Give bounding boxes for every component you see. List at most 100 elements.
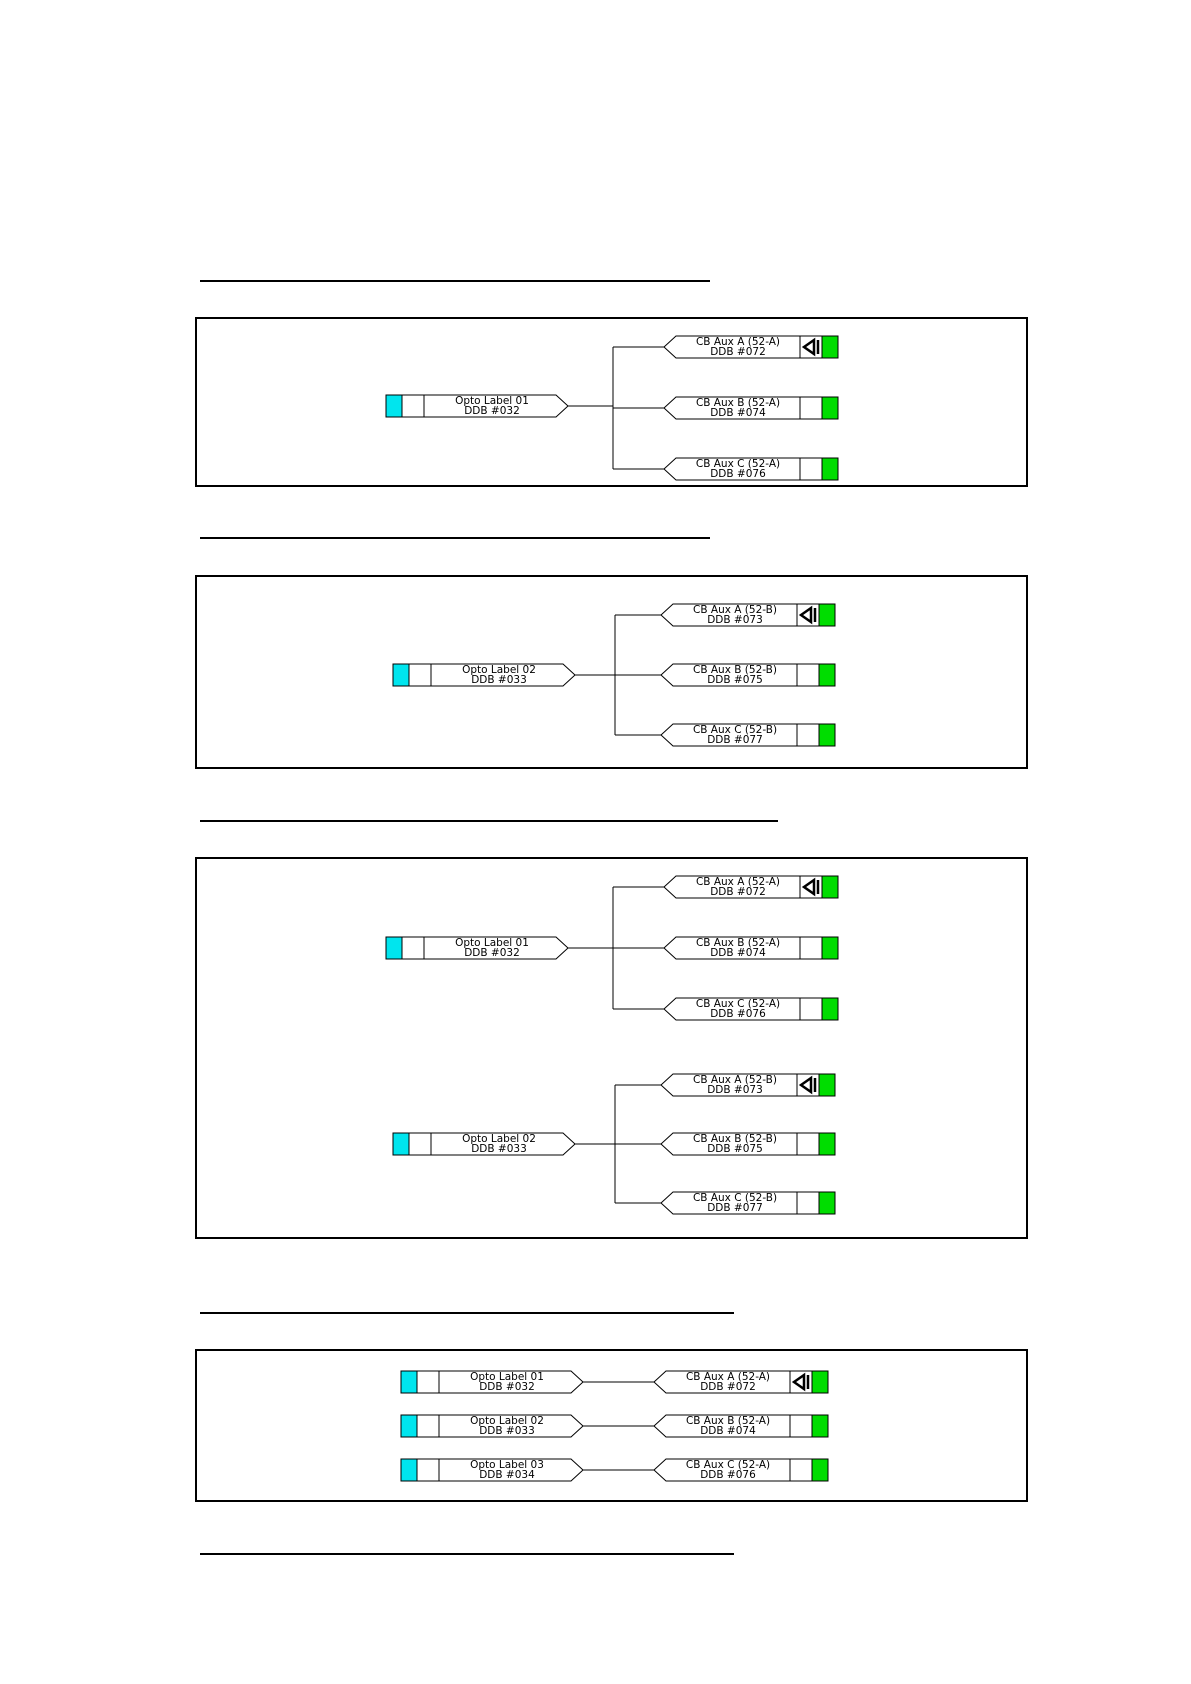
relay-output-label: CB Aux B (52-B) [693,1133,777,1145]
relay-output-indicator [821,396,839,420]
relay-output-indicator [818,1132,836,1156]
opto-input-label: Opto Label 02 [470,1415,544,1427]
opto-input-ddb: DDB #033 [471,674,527,686]
opto-input-box [401,394,425,418]
relay-output-label: CB Aux C (52-A) [696,458,780,470]
relay-output-label: CB Aux C (52-A) [696,998,780,1010]
relay-output-box [796,1191,820,1215]
relay-output-ddb: DDB #075 [707,674,763,686]
opto-input-indicator [392,663,410,687]
opto-input-ddb: DDB #032 [464,405,520,417]
relay-output-box [789,1414,813,1438]
opto-input-label: Opto Label 02 [462,664,536,676]
opto-input-indicator [400,1370,418,1394]
relay-output-label: CB Aux A (52-B) [693,1074,777,1086]
relay-output-label: CB Aux C (52-A) [686,1459,770,1471]
relay-output-label: CB Aux B (52-A) [686,1415,770,1427]
relay-output-ddb: DDB #074 [710,947,766,959]
opto-input-box [408,663,432,687]
opto-input-indicator [400,1458,418,1482]
opto-input-label: Opto Label 02 [462,1133,536,1145]
opto-input-box [416,1414,440,1438]
relay-output-ddb: DDB #077 [707,1202,763,1214]
opto-input-ddb: DDB #032 [479,1381,535,1393]
latch-icon [798,1075,813,1095]
relay-output-ddb: DDB #074 [700,1425,756,1437]
relay-output-indicator [821,936,839,960]
opto-input-signal [430,1132,576,1156]
relay-output-box [799,936,823,960]
relay-output-label: CB Aux A (52-B) [693,604,777,616]
separator-line-5 [200,1553,734,1555]
relay-output-box [799,997,823,1021]
opto-input-box [408,1132,432,1156]
relay-output-ddb: DDB #074 [710,407,766,419]
relay-output-label: CB Aux B (52-A) [696,937,780,949]
opto-input-ddb: DDB #032 [464,947,520,959]
separator-line-3 [200,820,778,822]
relay-output-indicator [818,663,836,687]
opto-input-ddb: DDB #033 [479,1425,535,1437]
relay-output-indicator [811,1414,829,1438]
relay-output-indicator [818,1191,836,1215]
opto-input-signal [430,663,576,687]
relay-output-indicator [821,457,839,481]
relay-output-label: CB Aux B (52-B) [693,664,777,676]
opto-input-ddb: DDB #034 [479,1469,535,1481]
relay-output-label: CB Aux A (52-A) [696,876,780,888]
relay-output-indicator [818,723,836,747]
relay-output-ddb: DDB #072 [710,886,766,898]
latch-icon [801,877,816,897]
opto-input-label: Opto Label 01 [455,395,529,407]
relay-output-ddb: DDB #076 [700,1469,756,1481]
opto-input-signal [438,1414,584,1438]
relay-output-ddb: DDB #072 [710,346,766,358]
relay-output-indicator [821,875,839,899]
opto-input-indicator [385,936,403,960]
opto-input-label: Opto Label 03 [470,1459,544,1471]
relay-output-indicator [821,335,839,359]
opto-input-label: Opto Label 01 [455,937,529,949]
relay-output-ddb: DDB #073 [707,614,763,626]
opto-input-box [416,1370,440,1394]
relay-output-indicator [821,997,839,1021]
latch-icon [791,1372,806,1392]
latch-icon [798,605,813,625]
relay-output-label: CB Aux A (52-A) [696,336,780,348]
relay-output-indicator [818,603,836,627]
opto-input-indicator [385,394,403,418]
relay-output-box [799,396,823,420]
relay-output-indicator [811,1458,829,1482]
relay-output-box [796,723,820,747]
latch-icon [801,337,816,357]
opto-input-signal [438,1370,584,1394]
separator-line-1 [200,280,710,282]
relay-output-box [789,1458,813,1482]
separator-line-2 [200,537,710,539]
relay-output-ddb: DDB #073 [707,1084,763,1096]
relay-output-ddb: DDB #076 [710,1008,766,1020]
relay-output-indicator [811,1370,829,1394]
relay-output-box [796,1132,820,1156]
opto-input-indicator [400,1414,418,1438]
relay-output-box [799,457,823,481]
opto-input-signal [438,1458,584,1482]
relay-output-indicator [818,1073,836,1097]
opto-input-ddb: DDB #033 [471,1143,527,1155]
relay-output-label: CB Aux C (52-B) [693,724,777,736]
relay-output-box [796,663,820,687]
opto-input-box [401,936,425,960]
relay-output-ddb: DDB #077 [707,734,763,746]
relay-output-label: CB Aux B (52-A) [696,397,780,409]
relay-output-ddb: DDB #072 [700,1381,756,1393]
relay-output-ddb: DDB #075 [707,1143,763,1155]
separator-line-4 [200,1312,734,1314]
